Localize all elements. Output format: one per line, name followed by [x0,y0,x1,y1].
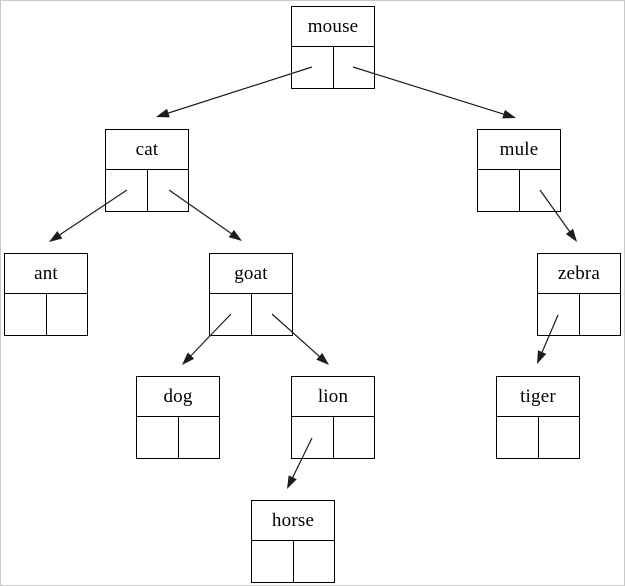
arrowhead-icon [537,350,547,364]
node-pointer-cells [5,294,87,335]
tree-node-mule: mule [477,129,561,212]
node-left-pointer-cell [252,541,294,582]
node-label: mule [478,130,560,170]
tree-node-lion: lion [291,376,375,459]
edge-mouse-left-to-cat [156,66,313,118]
node-label: horse [252,501,334,541]
arrowhead-icon [182,352,195,365]
node-right-pointer-cell [47,294,88,335]
node-pointer-cells [137,417,219,458]
node-left-pointer-cell [210,294,252,335]
node-right-pointer-cell [520,170,561,211]
node-left-pointer-cell [292,417,334,458]
node-left-pointer-cell [538,294,580,335]
node-label: mouse [292,7,374,47]
node-label: zebra [538,254,620,294]
node-label: lion [292,377,374,417]
node-left-pointer-cell [106,170,148,211]
arrowhead-icon [49,231,63,242]
tree-node-zebra: zebra [537,253,621,336]
tree-node-dog: dog [136,376,220,459]
node-left-pointer-cell [292,47,334,88]
node-right-pointer-cell [252,294,293,335]
tree-node-cat: cat [105,129,189,212]
node-right-pointer-cell [294,541,335,582]
arrowhead-icon [287,475,297,489]
node-pointer-cells [538,294,620,335]
node-pointer-cells [497,417,579,458]
node-left-pointer-cell [137,417,179,458]
arrowhead-icon [316,352,329,365]
arrowhead-icon [502,109,516,119]
node-label: tiger [497,377,579,417]
node-pointer-cells [292,417,374,458]
edge-line [352,66,509,117]
node-left-pointer-cell [5,294,47,335]
edge-line [163,66,313,116]
node-pointer-cells [478,170,560,211]
arrowhead-icon [565,228,577,242]
node-left-pointer-cell [497,417,539,458]
tree-node-horse: horse [251,500,335,583]
node-label: goat [210,254,292,294]
tree-node-goat: goat [209,253,293,336]
node-pointer-cells [106,170,188,211]
node-pointer-cells [292,47,374,88]
arrowhead-icon [228,229,242,241]
edge-mouse-right-to-mule [352,66,516,119]
node-label: cat [106,130,188,170]
node-label: dog [137,377,219,417]
node-right-pointer-cell [334,417,375,458]
node-right-pointer-cell [148,170,189,211]
node-label: ant [5,254,87,294]
node-left-pointer-cell [478,170,520,211]
node-right-pointer-cell [539,417,580,458]
arrowhead-icon [156,108,170,118]
tree-node-ant: ant [4,253,88,336]
node-right-pointer-cell [334,47,375,88]
node-right-pointer-cell [580,294,621,335]
tree-node-tiger: tiger [496,376,580,459]
node-pointer-cells [252,541,334,582]
tree-node-mouse: mouse [291,6,375,89]
node-pointer-cells [210,294,292,335]
node-right-pointer-cell [179,417,220,458]
